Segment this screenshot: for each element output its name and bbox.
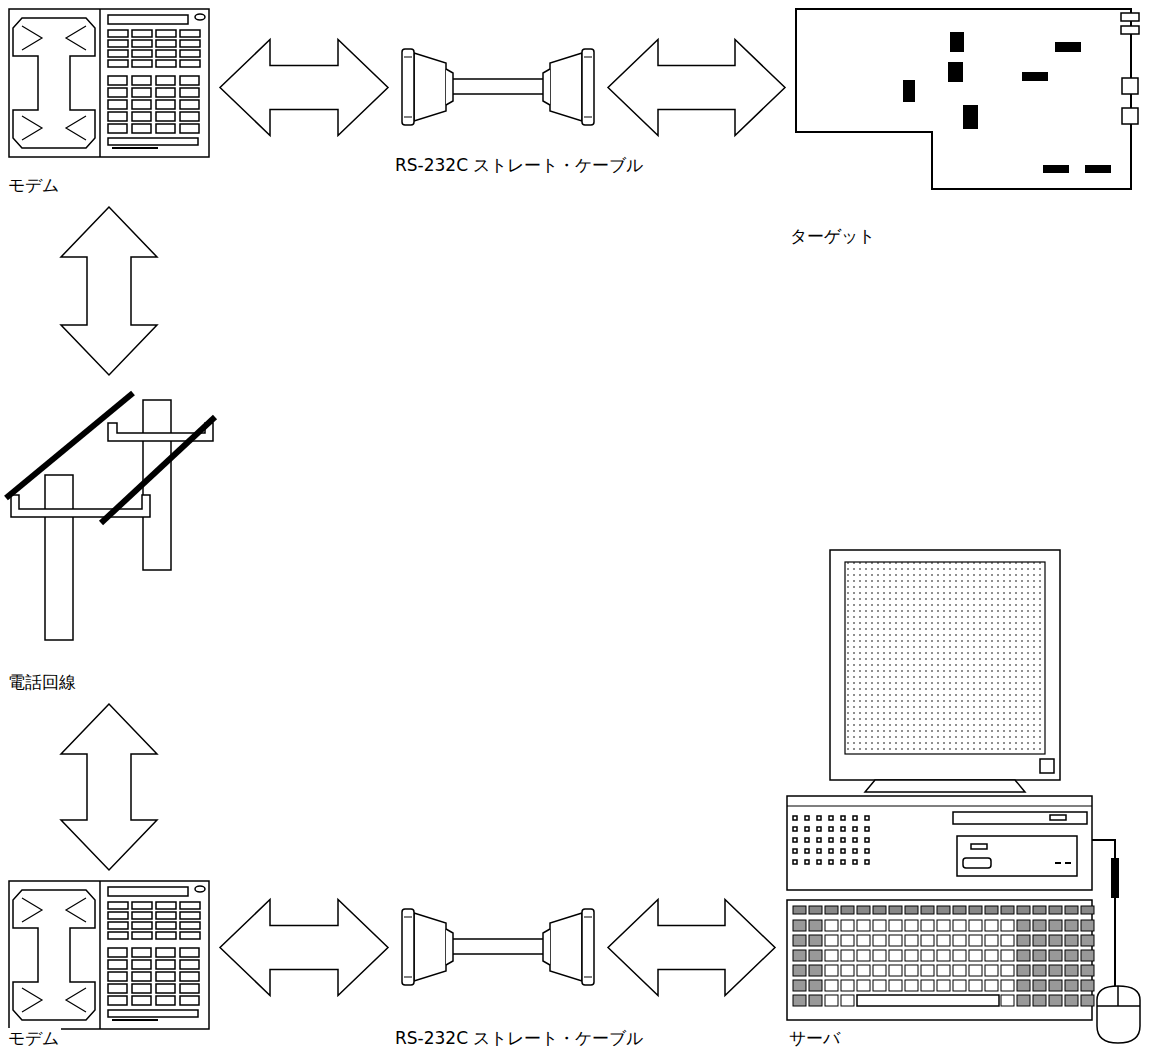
block-arrow: [608, 900, 775, 996]
device-illustration: [5, 385, 217, 643]
target-board-node: ターゲット: [795, 8, 1142, 193]
device-label: サーバ: [787, 1028, 842, 1048]
device-label: ターゲット: [788, 226, 877, 246]
device-illustration: [398, 905, 598, 990]
device-label: RS-232C ストレート・ケーブル: [393, 155, 645, 175]
modem-node: モデム: [8, 8, 210, 158]
block-arrow: [61, 704, 157, 870]
block-arrow: [608, 40, 785, 136]
device-illustration: [398, 45, 598, 130]
device-illustration: [795, 8, 1142, 193]
device-label: 電話回線: [6, 672, 78, 692]
device-illustration: [8, 8, 210, 158]
modem-node: モデム: [8, 880, 210, 1030]
phone-line-node: 電話回線: [5, 385, 217, 643]
server-node: サーバ: [785, 548, 1143, 1045]
device-label: モデム: [6, 175, 61, 195]
device-label: モデム: [6, 1028, 61, 1048]
block-arrow: [220, 40, 388, 136]
block-arrow: [220, 900, 388, 996]
cable-node: RS-232C ストレート・ケーブル: [398, 905, 598, 990]
device-label: RS-232C ストレート・ケーブル: [393, 1028, 645, 1048]
device-illustration: [785, 548, 1143, 1045]
block-arrow: [61, 207, 157, 375]
device-illustration: [8, 880, 210, 1030]
cable-node: RS-232C ストレート・ケーブル: [398, 45, 598, 130]
